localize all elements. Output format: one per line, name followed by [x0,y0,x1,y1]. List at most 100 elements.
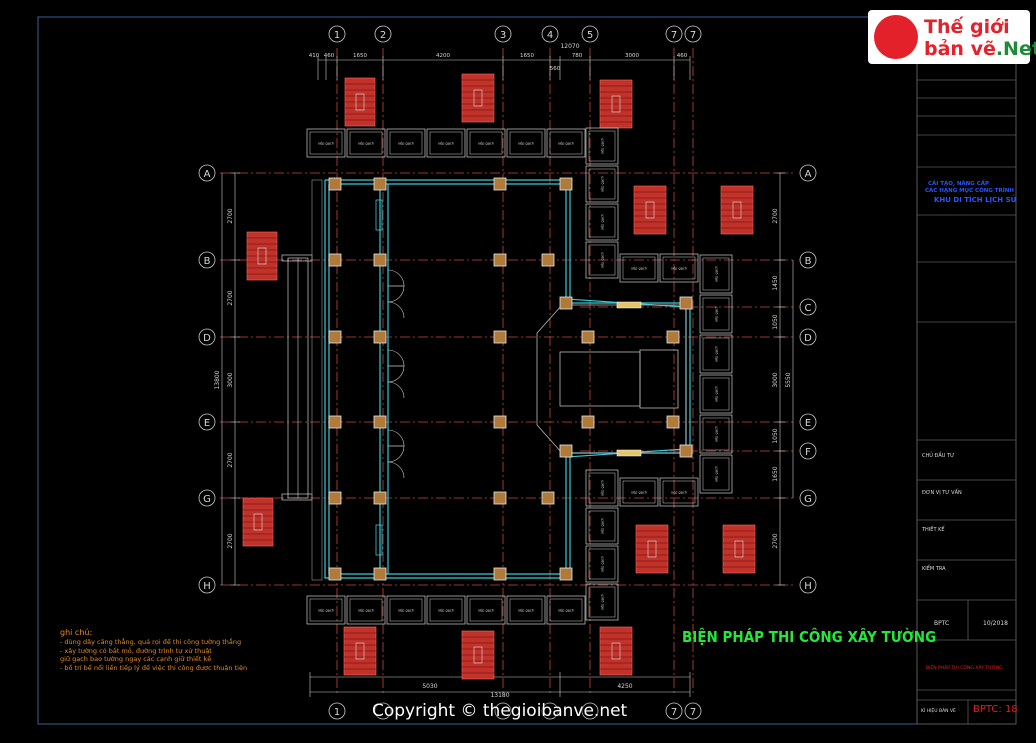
dimension-text: 2700 [772,533,779,548]
structural-column [559,444,573,458]
structural-column [559,296,573,310]
brick-pallet-label: xếp gạch [601,252,605,268]
title-block-code: BPTC [934,620,950,627]
grid-bubble-label: B [204,256,211,267]
brick-pallet [699,374,733,414]
door-swing [387,461,405,479]
brick-stack-label-box [732,201,742,219]
brick-stack-label-box [253,513,263,531]
title-block-sheet-name: BIỆN PHÁP THI CÔNG XÂY TƯỜNG [926,666,1003,671]
brick-pallet-label: xếp gạch [601,214,605,230]
door-swing [387,429,405,447]
grid-bubble-right [799,489,817,507]
brick-pallet-inner [588,206,616,238]
dimension-text: 2700 [772,208,779,223]
structural-column [328,415,342,429]
brick-pallet-label: xếp gạch [318,609,334,613]
grid-bubble-label: 4 [547,30,553,41]
dimension-text: 560 [550,66,561,72]
brick-pallet-inner [588,168,616,200]
brick-pallet-label: xếp gạch [558,142,574,146]
title-block-date: 10/2018 [983,620,1008,627]
dimension-text: 780 [572,53,583,59]
grid-bubble-left [198,251,216,269]
notes-heading: ghi chú: [60,628,93,637]
dimension-text: 4250 [617,683,632,690]
brick-pallet [699,254,733,294]
brick-pallet-label: xếp gạch [398,609,414,613]
window-opening [616,449,642,457]
brick-pallet-inner [469,598,503,622]
dimension-text: 2700 [227,533,234,548]
grid-bubble-label: A [805,169,812,180]
altar-platform [536,304,687,454]
brick-pallet [585,507,619,545]
brick-pallet-inner [702,337,730,371]
structural-column [666,415,680,429]
structural-column [679,444,693,458]
brick-pallet [585,165,619,203]
brick-pallet-label: xếp gạch [358,609,374,613]
structural-column [581,330,595,344]
grid-bubble-bottom [581,702,599,720]
brick-pallet [386,595,426,625]
brick-pallet [585,545,619,583]
dimension-text: 1650 [353,53,367,59]
grid-bubble-bottom [541,702,559,720]
brick-pallet [506,128,546,158]
brick-pallet-inner [622,480,656,504]
brick-stack-label-box [647,540,657,558]
structural-column [559,177,573,191]
brick-pallet-inner [588,586,616,618]
brick-pallet-inner [469,131,503,155]
title-block-label: CHỦ ĐẦU TƯ [922,453,955,459]
window-opening [616,301,642,309]
brick-pallet-label: xếp gạch [631,267,647,271]
structural-column [373,567,387,581]
brick-pallet [659,253,699,283]
grid-bubble-top [684,25,702,43]
brick-pallet-label: xếp gạch [715,306,719,322]
dimension-text: 1650 [772,466,779,481]
brick-pallet-inner [309,598,343,622]
altar-table [559,351,641,407]
brick-pallet-label: xếp gạch [438,142,454,146]
brick-pallet-label: xếp gạch [715,346,719,362]
brick-pallet-inner [588,244,616,276]
grid-bubble-label: G [804,494,812,505]
door-swing [387,445,405,463]
grid-bubble-right [799,251,817,269]
brick-pallet [585,241,619,279]
brick-pallet [466,128,506,158]
title-block-project-line2: CÁC HẠNG MỤC CÔNG TRÌNH [925,188,1015,194]
brick-pallet-inner [702,457,730,491]
brick-pallet [699,454,733,494]
brick-pallet-label: xếp gạch [601,594,605,610]
brick-pallet [546,128,586,158]
brick-pallet [585,583,619,621]
door-swing [387,365,405,383]
brick-stack-label-box [257,247,267,265]
building-wall-inner [328,183,687,575]
brick-pallet-label: xếp gạch [671,267,687,271]
title-block-sheet-no-label: KÍ HIỆU BẢN VẼ [921,709,956,714]
grid-bubble-label: A [204,169,211,180]
grid-bubble-label: 5 [587,30,593,41]
brick-pallet-inner [622,256,656,280]
dimension-text: 5030 [422,683,437,690]
house-icon [874,15,918,59]
brick-stack-label-box [611,642,621,660]
structural-column [328,491,342,505]
brick-pallet [306,128,346,158]
dimension-text: 2700 [227,452,234,467]
brick-pallet [699,334,733,374]
grid-bubble-label: F [805,447,811,458]
grid-bubble-bottom [374,702,392,720]
grid-bubble-label: 7 [671,30,677,41]
brick-pallet [546,595,586,625]
brick-pallet-inner [702,377,730,411]
brick-pallet [346,128,386,158]
grid-bubble-top [541,25,559,43]
structural-column [373,330,387,344]
structural-column [328,177,342,191]
